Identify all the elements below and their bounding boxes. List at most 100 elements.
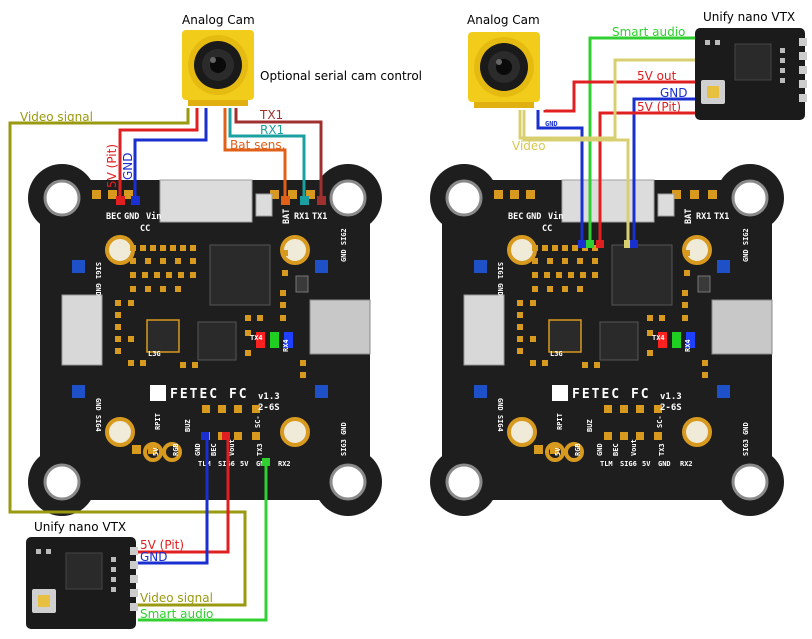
r-5vpit-label: 5V (Pit) [637, 100, 681, 114]
r-pin-b-gnd2: GND [658, 460, 671, 468]
r-pin-b-tlm: TLM [600, 460, 613, 468]
wire-rx1 [228, 108, 306, 198]
wire-5v-pit [118, 108, 199, 198]
row-buz: BUZ [184, 419, 192, 432]
wire-gnd [133, 108, 208, 198]
wire-vtx-5v [138, 440, 230, 554]
analog-cam-label: Analog Cam [182, 13, 255, 27]
tx4-label: TX4 [250, 334, 263, 342]
r-pin-b-vout: Vout [630, 439, 638, 456]
r-mid-label: L3G [550, 350, 563, 358]
r-smart-label: Smart audio [612, 25, 685, 39]
r-pin-b-5v: 5V [642, 460, 651, 468]
vtx-5v-label: 5V (Pit) [140, 538, 184, 552]
r-board-version: v1.3 [660, 392, 682, 402]
analog-cam-right [468, 32, 540, 108]
vtx-video-label: Video signal [140, 591, 213, 605]
wire-tx1 [234, 108, 323, 198]
pin-vin: Vin [146, 211, 161, 222]
wire-vtx-smart [138, 466, 268, 622]
r-pin-b-rx2: RX2 [680, 460, 693, 468]
sig-left-bottom: GND SIG4 [94, 398, 102, 432]
pin-gnd: GND [124, 212, 139, 222]
wire-gnd-label: GND [121, 152, 135, 180]
wire-bat-sens [223, 108, 287, 198]
sig-left-top: SIG1 GND [94, 262, 102, 296]
video-signal-label: Video signal [20, 110, 93, 124]
pin-tx1: TX1 [312, 212, 327, 222]
wire-bat-label: Bat sens. [230, 138, 285, 152]
sig-right-bottom: SIG3 GND [340, 422, 348, 456]
r-pin-cc: CC [542, 224, 552, 234]
logo-mark [150, 385, 166, 401]
r-sig-left-top: SIG1 GND [496, 262, 504, 296]
vtx-left [25, 536, 139, 630]
wire-vtx-gnd [138, 440, 209, 565]
r-video-label: Video [512, 139, 546, 153]
vtx-smart-label: Smart audio [140, 607, 213, 621]
r-logo-mark [552, 385, 568, 401]
row-sc: SC- [254, 415, 262, 428]
r-gnd-label: GND [660, 86, 688, 100]
right-wiring: Analog Cam Unify nano VTX Smart audio 5V… [428, 10, 808, 518]
row-rpit: RPIT [154, 413, 162, 430]
serial-cam-note: Optional serial cam control [260, 69, 422, 83]
wire-video [8, 108, 247, 607]
r-pin-rx1: RX1 [696, 212, 711, 222]
r-sig-right-bottom: SIG3 GND [742, 422, 750, 456]
r-row-sc: SC- [656, 415, 664, 428]
r-pin-b-bec: BEC [612, 443, 620, 456]
pin-b-5v: 5V [240, 460, 249, 468]
wire-r-gnd [632, 97, 695, 243]
left-wiring: Analog Cam Optional serial cam control V… [8, 13, 422, 630]
wire-r-video [518, 58, 695, 140]
r-board-cells: 2-6S [660, 403, 682, 413]
pin-bec: BEC [106, 212, 121, 222]
vtx-right [694, 27, 808, 121]
wire-r-smart [588, 36, 695, 243]
vtx-gnd-label: GND [140, 550, 168, 564]
r-pin-b-sig6: SIG6 [620, 460, 637, 468]
pin-b-tlm: TLM [198, 460, 211, 468]
pin-b-tx3: TX3 [256, 443, 264, 456]
r-rx4-label: RX4 [684, 339, 692, 352]
r-sig-right-top: GND SIG2 [742, 228, 750, 262]
r-pin-gnd: GND [526, 212, 541, 222]
wire-r-video2 [522, 110, 630, 243]
analog-cam-right-label: Analog Cam [467, 13, 540, 27]
wire-r-5vpit [598, 111, 695, 243]
pin-b-rx2: RX2 [278, 460, 291, 468]
r-pin-bat: BAT [684, 209, 694, 224]
vtx-right-label: Unify nano VTX [703, 10, 795, 24]
mid-label: L3G [148, 350, 161, 358]
row-rgb: RGB [172, 443, 180, 456]
pin-rx1: RX1 [294, 212, 309, 222]
r-5vout-label: 5V out [637, 69, 677, 83]
sig-right-top: GND SIG2 [340, 228, 348, 262]
analog-cam-left [182, 30, 254, 106]
r-row-5v: 5V [554, 447, 562, 456]
r-board-logo: FETEC FC [572, 387, 651, 402]
board-cells: 2-6S [258, 403, 280, 413]
r-pin-vin: Vin [548, 211, 563, 222]
r-sig-left-bottom: GND SIG4 [496, 398, 504, 432]
r-pin-b-tx3: TX3 [658, 443, 666, 456]
wire-tx1-label: TX1 [259, 108, 283, 122]
pin-b-gnd: GND [194, 443, 202, 456]
pin-cc: CC [140, 224, 150, 234]
r-pin-tx1: TX1 [714, 212, 729, 222]
r-pin-bec: BEC [508, 212, 523, 222]
r-pin-b-gnd: GND [596, 443, 604, 456]
pin-b-sig6: SIG6 [218, 460, 235, 468]
board-version: v1.3 [258, 392, 280, 402]
r-gnd-small-label: GND [545, 120, 558, 128]
wire-rx1-label: RX1 [260, 123, 284, 137]
r-row-rgb: RGB [574, 443, 582, 456]
wire-r-cam-gnd [536, 110, 584, 243]
r-tx4-label: TX4 [652, 334, 665, 342]
wire-5v-pit-label: 5V (Pit) [105, 144, 119, 188]
pin-b-vout: Vout [228, 439, 236, 456]
row-5v: 5V [152, 447, 160, 456]
r-row-buz: BUZ [586, 419, 594, 432]
